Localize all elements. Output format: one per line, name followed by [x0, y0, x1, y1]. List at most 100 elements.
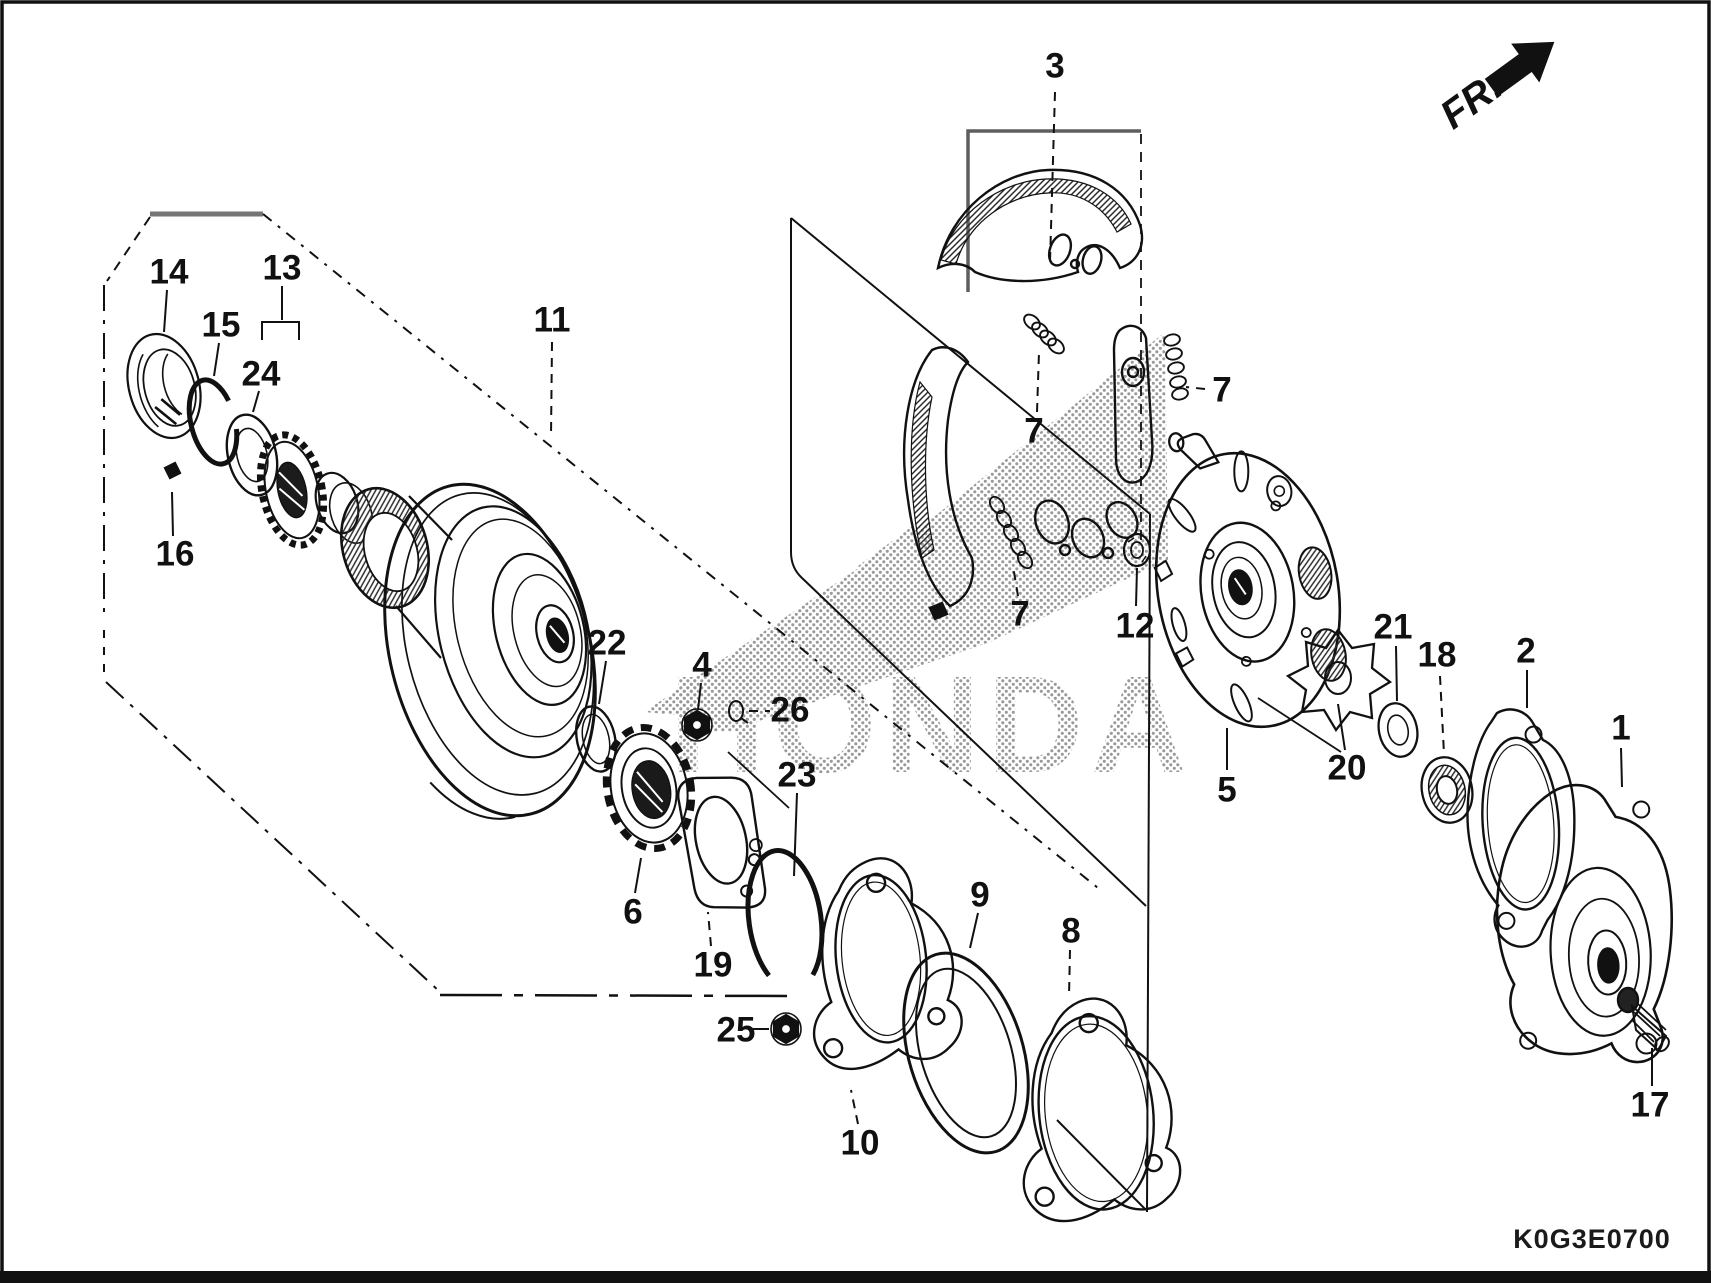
part-12-nut — [1122, 532, 1152, 568]
part-3-clutch-weight-set — [902, 168, 1154, 621]
leader-20 — [1337, 703, 1346, 751]
callout-24: 24 — [242, 355, 281, 394]
part-25-nut — [770, 1012, 802, 1046]
part-9-ring-gasket — [902, 951, 1030, 1155]
part-18-bearing — [1420, 756, 1474, 824]
callout-labels: 1234567778910111213141516171819202122232… — [150, 47, 1670, 1163]
leader-19 — [707, 911, 712, 947]
part-8-gasket — [1022, 997, 1182, 1223]
callout-17: 17 — [1631, 1086, 1670, 1125]
part-5-drive-plate — [1153, 432, 1347, 729]
fr-arrow-icon — [1484, 41, 1555, 97]
cover-group — [1466, 708, 1673, 1064]
callout-19: 19 — [694, 946, 733, 985]
window-right-edge — [1146, 513, 1151, 1213]
callout-8: 8 — [1061, 912, 1080, 951]
window-left-edge — [790, 218, 1147, 907]
window-bottom-diagonal — [1056, 1119, 1147, 1211]
leader-8 — [1068, 949, 1071, 997]
callout-14: 14 — [150, 253, 189, 292]
gasket-stack — [813, 857, 1182, 1223]
callout-13: 13 — [263, 249, 302, 288]
part-15-snap-ring — [186, 377, 240, 467]
stray-segment — [727, 751, 790, 809]
leader-23 — [793, 792, 798, 877]
callout-25: 25 — [717, 1011, 756, 1050]
leader-14 — [163, 289, 168, 333]
part-11-driven-face — [383, 482, 597, 820]
part-16-pin — [163, 461, 182, 480]
callout-6: 6 — [623, 893, 642, 932]
callout-15: 15 — [202, 306, 241, 345]
callout-10: 10 — [841, 1124, 880, 1163]
leader-21 — [1395, 645, 1398, 702]
leader-12 — [1135, 567, 1138, 607]
callout-9: 9 — [970, 876, 989, 915]
part-10-gasket — [813, 857, 963, 1071]
phantom-top-corner — [106, 216, 151, 282]
leader-7 — [1012, 565, 1019, 597]
callout-4: 4 — [692, 646, 712, 685]
wing-mark — [644, 332, 1168, 722]
leader-7 — [1036, 351, 1040, 413]
phantom-bottom-horizontal — [439, 993, 789, 998]
callout-7: 7 — [1010, 595, 1029, 634]
leader-16 — [171, 491, 174, 537]
callout-7: 7 — [1024, 412, 1043, 451]
callout-3: 3 — [1045, 47, 1064, 86]
part-22-o-ring — [574, 705, 618, 773]
leader-4 — [697, 682, 702, 711]
callout-7: 7 — [1212, 371, 1231, 410]
callout-12: 12 — [1116, 607, 1155, 646]
callout-11: 11 — [534, 301, 571, 340]
window-top-diagonal — [790, 217, 1151, 515]
callout-13-bracket — [261, 321, 300, 340]
spring-right — [1163, 333, 1189, 401]
phantom-diagonal-bottom-left — [105, 681, 441, 993]
spring-top — [1023, 313, 1065, 355]
leader-lines — [163, 91, 1653, 1125]
leader-10 — [850, 1089, 859, 1125]
leader-15 — [213, 342, 220, 377]
part-23-set-ring — [740, 848, 825, 992]
callout-26: 26 — [771, 691, 810, 730]
callout-18: 18 — [1418, 636, 1457, 675]
part-26-clip — [728, 700, 749, 724]
clutch-assembly — [902, 168, 1189, 621]
leader-18 — [1439, 675, 1445, 755]
part-4-nut — [681, 708, 713, 742]
part-19-side-plate — [677, 776, 767, 909]
drive-plate-group — [1153, 432, 1474, 824]
part-1-cover — [1495, 783, 1673, 1064]
part-20-one-way-gear — [1285, 628, 1393, 733]
leader-11 — [550, 341, 553, 438]
callout-20: 20 — [1328, 749, 1367, 788]
leader-22 — [598, 660, 607, 705]
callout-23: 23 — [778, 756, 817, 795]
diagram-code: K0G3E0700 — [1513, 1224, 1671, 1254]
page-border-bottom-bar — [0, 1271, 1711, 1283]
part-13-toothed-washer — [256, 431, 328, 549]
callout-16: 16 — [156, 535, 195, 574]
spring-lower — [988, 495, 1034, 570]
callout-22: 22 — [588, 624, 627, 663]
part-17-bolt — [1616, 986, 1670, 1053]
left-assembly — [126, 332, 825, 1046]
leader-20-secondary — [1257, 697, 1342, 753]
callout-5: 5 — [1217, 771, 1236, 810]
callout-21: 21 — [1374, 608, 1413, 647]
callout-1: 1 — [1611, 709, 1630, 748]
leader-24 — [252, 390, 260, 413]
leader-1 — [1620, 747, 1623, 788]
fr-direction-mark: FR. — [1432, 41, 1555, 138]
leader-9 — [969, 912, 979, 949]
leader-6 — [634, 857, 642, 894]
watermark-text: HONDA — [670, 648, 1195, 802]
part-14-cap — [126, 332, 202, 440]
leader-7 — [1185, 386, 1206, 390]
part-24-washer — [225, 413, 279, 497]
part-7-springs — [988, 313, 1189, 570]
part-21-washer — [1377, 702, 1419, 758]
